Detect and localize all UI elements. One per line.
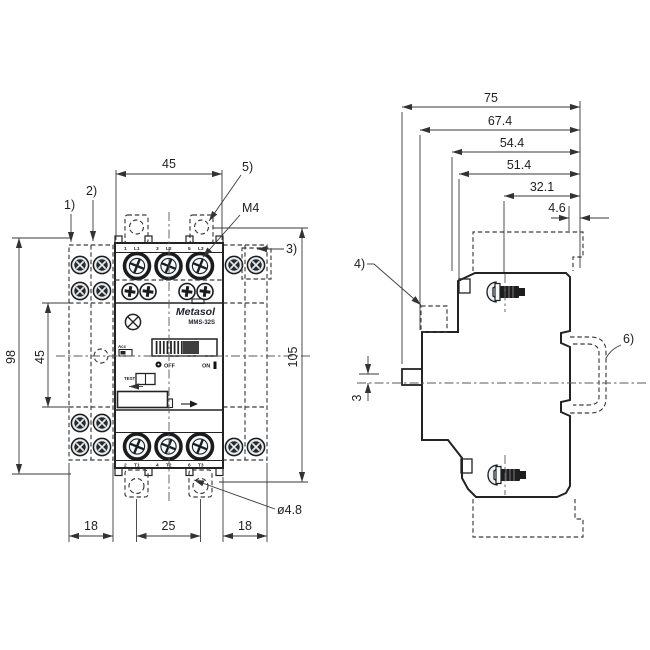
right-accessory-block xyxy=(222,244,272,461)
side-accessory-box xyxy=(420,305,448,333)
dim-total-height: 105 xyxy=(286,347,300,368)
terminal-screw-icon xyxy=(122,432,152,461)
screw-icon xyxy=(92,255,112,275)
terminal-label: T3 xyxy=(198,463,204,469)
mounting-hole xyxy=(192,477,209,495)
thread-label: M4 xyxy=(242,201,259,215)
dim-51-4: 51.4 xyxy=(507,158,531,172)
mounting-hole xyxy=(128,477,145,495)
side-latch-bottom xyxy=(460,458,473,474)
dim-3: 3 xyxy=(350,394,364,401)
aux-screw-icon xyxy=(195,282,215,301)
on-label: ON xyxy=(202,364,210,370)
dim-foot-center: 25 xyxy=(162,519,176,533)
terminal-label: 4 xyxy=(156,463,159,469)
test-label: TEST xyxy=(124,376,136,381)
screw-icon xyxy=(70,437,90,457)
terminal-screw-icon xyxy=(154,432,183,461)
dim-4-6: 4.6 xyxy=(548,201,565,215)
dim-foot-left: 18 xyxy=(84,519,98,533)
model-number: MMS-32S xyxy=(188,320,215,326)
callout-3: 3) xyxy=(286,242,297,256)
terminal-label: 6 xyxy=(188,463,191,469)
front-dimensions: 45 98 45 105 18 25 18 xyxy=(4,157,308,542)
callout3-target-box xyxy=(241,247,272,280)
terminal-screw-icon xyxy=(122,251,152,281)
screw-icon xyxy=(70,413,90,433)
side-dimensions: 75 67.4 54.4 51.4 32.1 4.6 xyxy=(401,91,609,364)
reset-dial-icon xyxy=(124,313,142,331)
front-view: 1 L1 3 L2 5 L3 Metasol MMS-32S Acc xyxy=(4,157,310,542)
dim-54-4: 54.4 xyxy=(500,136,524,150)
top-accessory-envelope xyxy=(472,231,584,271)
callout-4: 4) xyxy=(354,257,365,271)
side-callouts: 4) 6) xyxy=(354,257,634,359)
dim-width: 45 xyxy=(162,157,176,171)
screw-icon xyxy=(92,281,112,301)
screw-icon xyxy=(224,255,244,275)
callout-1: 1) xyxy=(64,198,75,212)
left-accessory-block xyxy=(68,244,114,461)
callout-6: 6) xyxy=(623,332,634,346)
terminal-screw-icon xyxy=(154,251,183,281)
terminal-label: L1 xyxy=(134,246,140,252)
dim-32-1: 32.1 xyxy=(530,180,554,194)
screw-icon xyxy=(92,413,112,433)
screw-icon xyxy=(92,437,112,457)
terminal-label: 2 xyxy=(124,463,127,469)
callout-2: 2) xyxy=(86,184,97,198)
bottom-accessory-envelope xyxy=(472,499,584,538)
screw-icon xyxy=(224,437,244,457)
operating-shaft xyxy=(401,368,423,386)
dim-hole-dia: ø4.8 xyxy=(277,503,302,517)
terminal-label: L3 xyxy=(198,246,204,252)
screw-icon xyxy=(70,255,90,275)
accessory-hole xyxy=(93,348,109,364)
screw-icon xyxy=(246,255,266,275)
screw-icon xyxy=(70,281,90,301)
test-button[interactable] xyxy=(135,372,156,386)
terminal-label: 1 xyxy=(124,246,127,252)
aux-screw-icon xyxy=(177,282,197,301)
terminal-bolt-icon xyxy=(487,464,527,486)
dim-inner-height: 45 xyxy=(33,350,47,364)
screw-icon xyxy=(246,437,266,457)
din-rail-clip xyxy=(570,336,607,414)
side-latch-top xyxy=(458,278,471,294)
side-view: 75 67.4 54.4 51.4 32.1 4.6 xyxy=(350,91,648,538)
starter-body-side xyxy=(421,272,571,498)
shaft-offset-dimension: 3 xyxy=(350,356,379,401)
mounting-hole xyxy=(128,219,145,235)
starter-body-front: 1 L1 3 L2 5 L3 Metasol MMS-32S Acc xyxy=(114,242,224,469)
dim-foot-right: 18 xyxy=(238,519,252,533)
bottom-mounting-tabs xyxy=(114,467,224,498)
front-callouts: 1) 2) 3) 5) xyxy=(64,160,297,256)
brand-logo: Metasol xyxy=(176,306,216,318)
dim-67-4: 67.4 xyxy=(488,114,512,128)
aux-screw-icon xyxy=(120,282,140,301)
terminal-bolt-icon xyxy=(486,281,526,303)
on-indicator-bar xyxy=(213,361,217,369)
nameplate xyxy=(116,390,169,409)
callout-5: 5) xyxy=(242,160,253,174)
terminal-screw-icon xyxy=(185,432,215,461)
terminal-label: 3 xyxy=(156,246,159,252)
arrow-glyph xyxy=(190,400,198,408)
terminal-label: T1 xyxy=(134,463,140,469)
aux-screw-icon xyxy=(138,282,158,301)
terminal-label: 5 xyxy=(188,246,191,252)
dim-75: 75 xyxy=(484,91,498,105)
acc-label: Acc xyxy=(118,344,127,349)
terminal-screw-icon xyxy=(185,251,215,281)
dim-height: 98 xyxy=(4,350,18,364)
on-off-slider[interactable] xyxy=(151,338,218,357)
mounting-hole xyxy=(193,219,210,235)
off-label: OFF xyxy=(164,364,176,370)
